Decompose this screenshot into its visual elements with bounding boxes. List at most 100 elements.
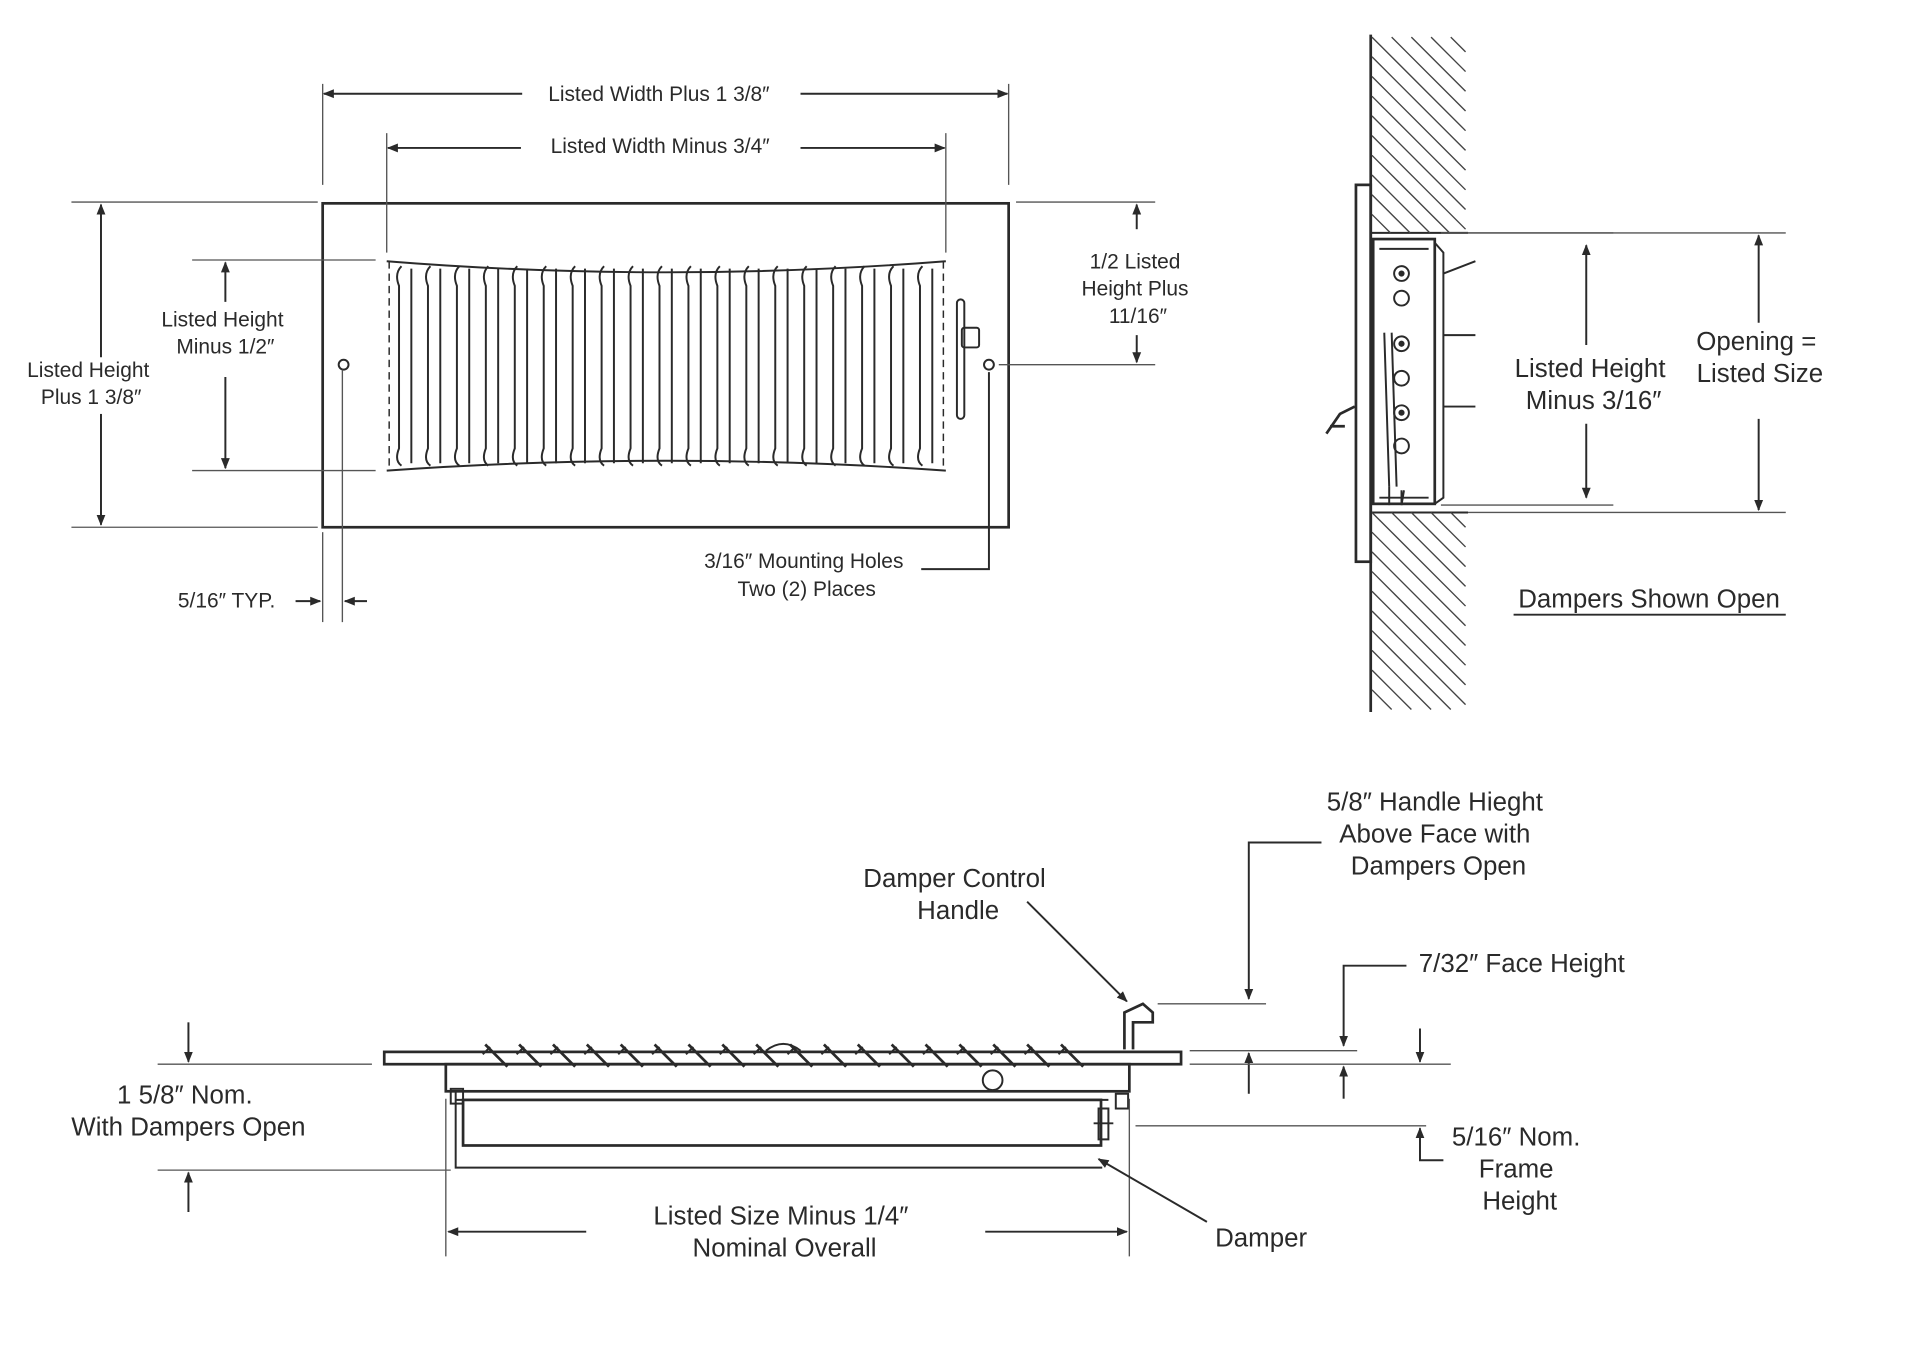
hatch-line (1391, 511, 1467, 587)
damper-pivots (1393, 265, 1410, 455)
handle-height-leader (1244, 841, 1322, 1001)
frame-section (444, 1062, 1131, 1093)
section-view: 5/8″ Handle Hieght Above Face with Dampe… (71, 789, 1625, 1263)
hatch-line (1391, 36, 1467, 112)
hatch-line (1371, 571, 1467, 666)
side-height-line2: Minus 3/16″ (1526, 387, 1662, 415)
louver-blade (482, 265, 500, 467)
side-height-line1: Listed Height (1515, 355, 1666, 383)
opening-line2: Listed Size (1697, 360, 1824, 388)
louver-blade (772, 265, 789, 467)
damper-leader (1097, 1158, 1208, 1223)
damper-lever-knob (960, 326, 981, 349)
hatch-line (1371, 56, 1467, 151)
grille-face-outline (321, 201, 1011, 529)
louver-blade (685, 265, 702, 467)
hole-offset-line1: 1/2 Listed (1090, 251, 1181, 274)
section-louver-tick (820, 1046, 830, 1056)
louver-blade (569, 265, 586, 467)
frame-height-line3: Height (1482, 1188, 1557, 1216)
hatch-line (1371, 630, 1452, 710)
section-louver-tick (651, 1046, 661, 1056)
handle-height-line2: Above Face with (1339, 821, 1530, 849)
damper-control-line1: Damper Control (863, 865, 1046, 893)
section-pivot (981, 1069, 1004, 1092)
hatch-line (1371, 135, 1467, 230)
damper-blade-section (461, 1098, 1103, 1147)
section-louver-tick (719, 1046, 728, 1056)
nominal-depth-line1: 1 5/8″ Nom. (117, 1082, 253, 1110)
section-louver-tick (786, 1046, 796, 1056)
louver-blade (743, 265, 760, 467)
section-louver-tick (753, 1046, 762, 1056)
section-louver-tick (1057, 1046, 1067, 1056)
hatch-line (1371, 213, 1391, 234)
hatch-line (1371, 76, 1467, 171)
overall-size-line2: Nominal Overall (693, 1234, 877, 1262)
overall-size-line1: Listed Size Minus 1/4″ (653, 1202, 908, 1230)
opening-line1: Opening = (1696, 328, 1816, 356)
overall-height-line2: Plus 1 3/8″ (41, 386, 142, 409)
hatch-line (1371, 669, 1412, 710)
louver-blade (888, 265, 905, 467)
hatch-line (1450, 36, 1467, 53)
overall-width-label: Listed Width Plus 1 3/8″ (548, 83, 770, 106)
hatch-line (1371, 531, 1467, 627)
hatch-line (1371, 36, 1467, 132)
hatch-line (1371, 174, 1431, 234)
wall-hatch-bottom (1371, 511, 1467, 710)
side-damper-handle (1325, 405, 1356, 435)
hatch-line (1430, 36, 1467, 73)
damper-lever-slot (955, 298, 966, 420)
louver-blade (801, 265, 818, 467)
section-louver-tick (685, 1046, 695, 1056)
section-louver-tick (956, 1046, 966, 1056)
louver-blade (453, 265, 471, 467)
wall-hatch-top (1371, 36, 1467, 234)
section-louver-tick (1023, 1046, 1033, 1056)
section-louver-tick (482, 1046, 491, 1056)
mounting-holes-label: 3/16″ Mounting Holes Two (2) Places (704, 550, 909, 601)
louver-blade (714, 265, 731, 467)
mounting-holes-line2: Two (2) Places (737, 578, 875, 601)
border-label: 5/16″ TYP. (178, 589, 275, 612)
section-louver-tick (854, 1046, 864, 1056)
mounting-hole-left (337, 358, 350, 371)
section-louver-tick (515, 1046, 525, 1056)
hatch-line (1410, 36, 1467, 92)
louver-blade (540, 265, 558, 467)
hatch-line (1450, 511, 1467, 528)
section-louver-tick (990, 1046, 999, 1056)
hatch-line (1430, 511, 1467, 548)
section-louver-tick (617, 1046, 627, 1056)
hatch-line (1371, 649, 1432, 710)
hatch-line (1371, 511, 1467, 607)
hole-offset-line3: 11/16″ (1109, 305, 1168, 328)
frame-height-line2: Frame (1479, 1156, 1554, 1184)
opening-label: Opening = Listed Size (1696, 328, 1823, 388)
inner-width-label: Listed Width Minus 3/4″ (551, 135, 771, 158)
mounting-hole-right (983, 358, 995, 371)
section-louver-tick (888, 1046, 898, 1056)
grille-flange-profile (1354, 183, 1373, 564)
louver-blades (396, 265, 934, 467)
hatch-line (1371, 154, 1451, 234)
louver-opening (386, 260, 946, 472)
side-view: Listed Height Minus 3/16″ Opening = List… (1325, 34, 1823, 712)
frame-height-label: 5/16″ Nom. Frame Height (1452, 1123, 1588, 1215)
overall-height-line1: Listed Height (27, 359, 149, 382)
face-height-label: 7/32″ Face Height (1419, 950, 1625, 978)
side-height-label: Listed Height Minus 3/16″ (1515, 355, 1673, 415)
overall-height-label: Listed Height Plus 1 3/8″ (27, 359, 155, 409)
damper-control-handle (1123, 1002, 1155, 1050)
inner-height-line1: Listed Height (161, 309, 283, 332)
louver-blade (656, 265, 673, 467)
damper-control-leader (1026, 900, 1128, 1003)
mounting-holes-line1: 3/16″ Mounting Holes (704, 550, 903, 573)
section-louver-tick (549, 1046, 559, 1056)
hatch-line (1410, 511, 1467, 568)
mounting-holes-leader (921, 372, 990, 571)
damper-links (1383, 332, 1398, 487)
nominal-depth-label: 1 5/8″ Nom. With Dampers Open (71, 1082, 305, 1142)
